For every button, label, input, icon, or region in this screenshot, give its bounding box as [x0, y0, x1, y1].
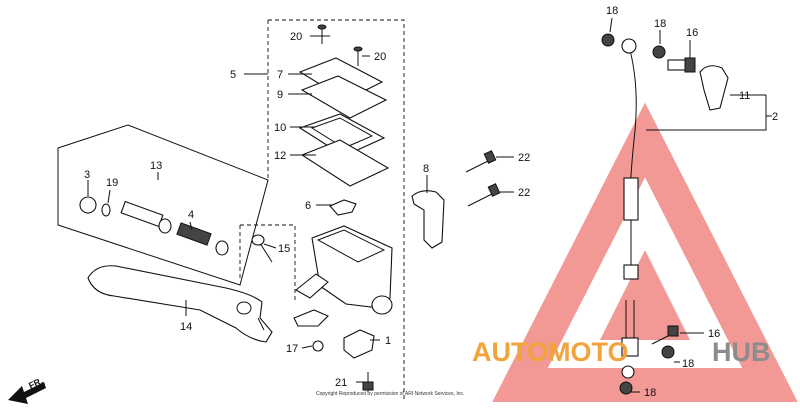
cap-plate	[300, 75, 388, 119]
bolt-16-bottom	[651, 325, 679, 345]
piston-kit-box	[57, 124, 269, 286]
label-16-bottom: 16	[708, 328, 720, 340]
label-22-bottom: 22	[518, 187, 530, 199]
hose-eye-top	[621, 38, 637, 54]
piston-seal-3	[79, 196, 97, 214]
watermark-text-hub: HUB	[712, 337, 771, 367]
washer-18-d	[619, 381, 633, 395]
label-21: 21	[335, 377, 347, 389]
master-cylinder-clamp	[293, 309, 329, 327]
label-3: 3	[84, 169, 90, 181]
label-18-a: 18	[606, 5, 618, 17]
washer-18-c	[661, 345, 675, 359]
label-14: 14	[180, 321, 192, 333]
copyright-text: Copyright Reproduced by permission of AR…	[316, 391, 464, 397]
screw-20-right	[353, 46, 363, 66]
boot-17	[312, 340, 324, 352]
front-direction-arrow	[8, 382, 46, 404]
screw-21	[362, 372, 374, 392]
bolt-group-outline	[240, 224, 296, 300]
label-19: 19	[106, 177, 118, 189]
clip-part	[329, 199, 357, 216]
brake-lever	[87, 265, 273, 343]
holder-part	[411, 190, 445, 249]
piston-rod	[120, 200, 172, 234]
brake-switch	[343, 329, 375, 359]
label-15: 15	[278, 243, 290, 255]
diaphragm-inner	[310, 117, 374, 149]
label-10: 10	[274, 122, 286, 134]
label-2: 2	[772, 111, 778, 123]
label-4: 4	[188, 209, 194, 221]
hose-fitting-upper	[623, 177, 639, 221]
watermark-text-automoto: AUTOMOTO	[472, 337, 629, 367]
label-18-c: 18	[682, 358, 694, 370]
reservoir-plate	[300, 139, 390, 187]
label-17: 17	[286, 343, 298, 355]
master-cylinder-port	[371, 295, 393, 315]
reservoir-group-outline	[268, 19, 405, 400]
label-20-top: 20	[290, 31, 302, 43]
screw-20-top	[317, 24, 327, 44]
hose-eye-bottom	[621, 365, 635, 379]
bolt-22-bottom	[467, 183, 501, 207]
label-13: 13	[150, 160, 162, 172]
label-8: 8	[423, 163, 429, 175]
leader-lines	[87, 17, 772, 393]
master-cylinder-mount	[295, 273, 329, 299]
spring-4	[176, 222, 229, 256]
part-labels: 1 2 3 4 5 6 7 8 9 10 11 12 13 14 15 16 1…	[84, 5, 778, 399]
label-18-b: 18	[654, 18, 666, 30]
label-22-top: 22	[518, 152, 530, 164]
label-12: 12	[274, 150, 286, 162]
watermark-triangle-inner	[600, 250, 690, 340]
washer-18-b	[652, 45, 666, 59]
label-20-right: 20	[374, 51, 386, 63]
label-9: 9	[277, 89, 283, 101]
label-7: 7	[277, 69, 283, 81]
master-cylinder-top	[316, 229, 386, 263]
label-18-d: 18	[644, 387, 656, 399]
lever-pivot	[236, 301, 252, 315]
label-1: 1	[385, 335, 391, 347]
label-11: 11	[739, 90, 750, 102]
label-5: 5	[230, 69, 236, 81]
watermark-logo	[492, 102, 798, 402]
boot-11	[699, 65, 729, 111]
hose-fitting-clamp	[623, 264, 639, 280]
circlip-19	[101, 203, 111, 217]
bolt-16-top	[667, 57, 696, 73]
hose-fitting-lower	[621, 337, 639, 357]
washer-18-a	[601, 33, 615, 47]
bolt-22-top	[465, 150, 497, 173]
bolt-15	[251, 234, 273, 263]
label-6: 6	[305, 200, 311, 212]
watermark-triangle-outer	[492, 102, 798, 402]
label-16-top: 16	[686, 27, 698, 39]
